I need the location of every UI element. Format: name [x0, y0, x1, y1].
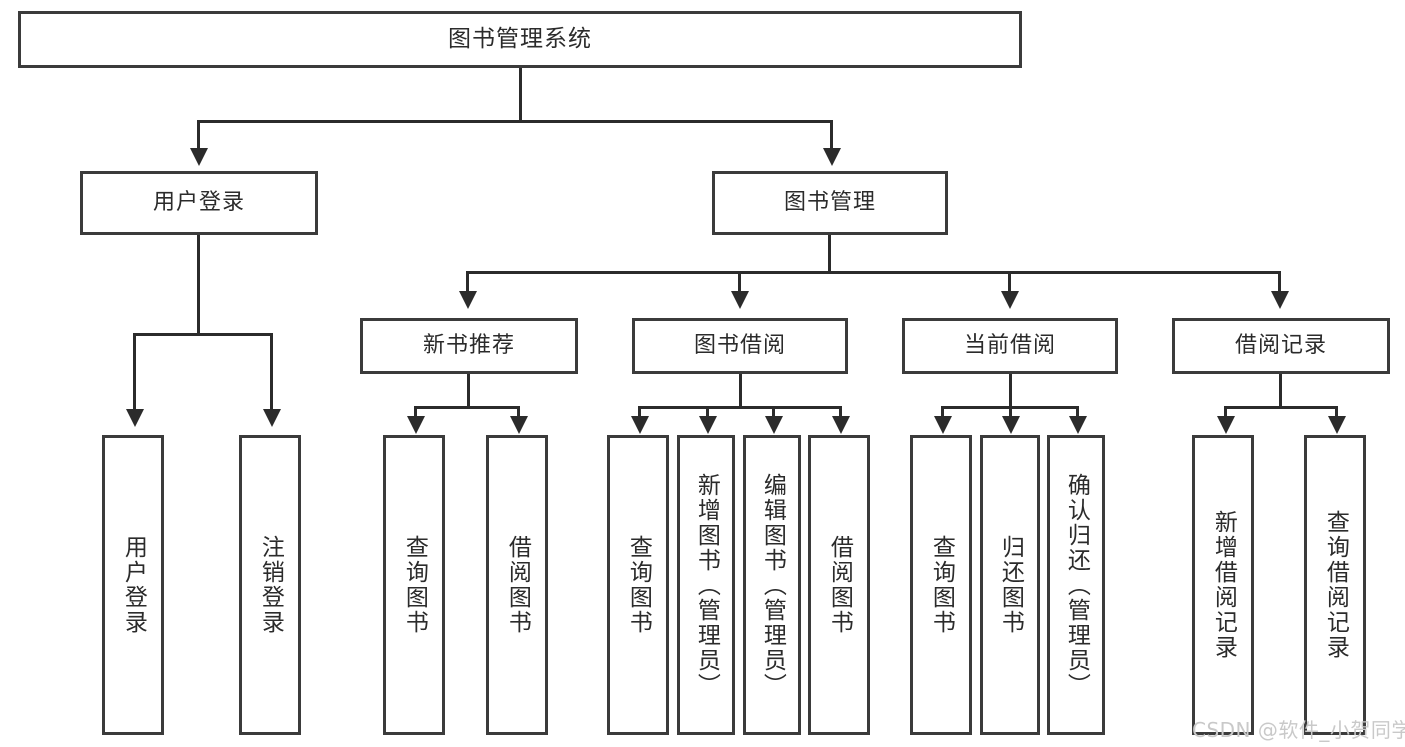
- leaf-label: 查询图书: [625, 535, 652, 635]
- leaf-user-login-login[interactable]: 用户登录: [102, 435, 164, 735]
- leaf-label: 归还图书: [997, 535, 1024, 635]
- leaf-borrow-record-query-record[interactable]: 查询借阅记录: [1304, 435, 1366, 735]
- connector-book-borrow-stem: [739, 374, 742, 408]
- connector-user-login-to-leaf-2: [270, 333, 273, 411]
- connector-user-login-stem: [197, 235, 200, 335]
- leaf-label: 查询图书: [401, 535, 428, 635]
- leaf-user-login-logout[interactable]: 注销登录: [239, 435, 301, 735]
- arrow-nb-to-leaf-1: [407, 416, 425, 434]
- connector-bm-to-current-borrow: [1008, 271, 1011, 293]
- connector-bb-to-leaf-2: [706, 406, 709, 418]
- arrow-bb-to-leaf-4: [832, 416, 850, 434]
- connector-borrow-record-bus: [1224, 406, 1338, 409]
- leaf-book-borrow-edit-book-admin[interactable]: 编辑图书（管理员）: [743, 435, 801, 735]
- arrow-bm-to-book-borrow: [731, 291, 749, 309]
- leaf-book-borrow-add-book-admin[interactable]: 新增图书（管理员）: [677, 435, 735, 735]
- node-label: 当前借阅: [963, 332, 1056, 358]
- arrow-br-to-leaf-2: [1328, 416, 1346, 434]
- connector-book-borrow-bus: [638, 406, 842, 409]
- connector-book-management-stem: [828, 235, 831, 273]
- connector-root-to-book-management: [830, 120, 833, 150]
- leaf-label: 确认归还（管理员）: [1063, 472, 1090, 698]
- connector-root-bus: [197, 120, 833, 123]
- connector-bb-to-leaf-4: [839, 406, 842, 418]
- arrow-cb-to-leaf-3: [1069, 416, 1087, 434]
- connector-user-login-bus: [133, 333, 273, 336]
- leaf-current-borrow-return-book[interactable]: 归还图书: [980, 435, 1040, 735]
- node-book-management[interactable]: 图书管理: [712, 171, 948, 235]
- connector-book-management-bus: [466, 271, 1278, 274]
- arrow-root-to-book-management: [823, 148, 841, 166]
- connector-new-book-bus: [414, 406, 520, 409]
- arrow-br-to-leaf-1: [1217, 416, 1235, 434]
- arrow-bm-to-new-book: [459, 291, 477, 309]
- leaf-label: 新增借阅记录: [1210, 510, 1237, 660]
- node-current-borrow[interactable]: 当前借阅: [902, 318, 1118, 374]
- arrow-bm-to-current-borrow: [1001, 291, 1019, 309]
- connector-borrow-record-stem: [1279, 374, 1282, 408]
- node-user-login[interactable]: 用户登录: [80, 171, 318, 235]
- connector-root-stem: [519, 68, 522, 120]
- node-label: 借阅记录: [1234, 332, 1327, 358]
- arrow-bb-to-leaf-1: [631, 416, 649, 434]
- csdn-watermark: CSDN @软件_小贺同学: [1192, 718, 1405, 742]
- connector-user-login-to-leaf-1: [133, 333, 136, 411]
- leaf-label: 新增图书（管理员）: [693, 472, 720, 698]
- leaf-label: 查询图书: [928, 535, 955, 635]
- leaf-label: 借阅图书: [504, 535, 531, 635]
- arrow-user-login-to-leaf-2: [263, 409, 281, 427]
- node-book-borrow[interactable]: 图书借阅: [632, 318, 848, 374]
- arrow-cb-to-leaf-2: [1002, 416, 1020, 434]
- connector-br-to-leaf-1: [1224, 406, 1227, 418]
- leaf-new-book-query-book[interactable]: 查询图书: [383, 435, 445, 735]
- leaf-label: 编辑图书（管理员）: [759, 472, 786, 698]
- node-label: 图书管理系统: [448, 25, 592, 52]
- leaf-new-book-borrow-book[interactable]: 借阅图书: [486, 435, 548, 735]
- connector-bb-to-leaf-3: [772, 406, 775, 418]
- node-root-book-management-system[interactable]: 图书管理系统: [18, 11, 1022, 68]
- node-borrow-record[interactable]: 借阅记录: [1172, 318, 1390, 374]
- leaf-book-borrow-query-book[interactable]: 查询图书: [607, 435, 669, 735]
- connector-new-book-stem: [467, 374, 470, 408]
- connector-br-to-leaf-2: [1335, 406, 1338, 418]
- node-label: 图书管理: [783, 189, 876, 215]
- connector-cb-to-leaf-1: [941, 406, 944, 418]
- connector-bb-to-leaf-1: [638, 406, 641, 418]
- leaf-current-borrow-query-book[interactable]: 查询图书: [910, 435, 972, 735]
- leaf-label: 注销登录: [257, 535, 284, 635]
- connector-bm-to-borrow-record: [1278, 271, 1281, 293]
- leaf-current-borrow-confirm-return-admin[interactable]: 确认归还（管理员）: [1047, 435, 1105, 735]
- connector-nb-to-leaf-1: [414, 406, 417, 418]
- connector-nb-to-leaf-2: [517, 406, 520, 418]
- leaf-borrow-record-add-record[interactable]: 新增借阅记录: [1192, 435, 1254, 735]
- node-label: 新书推荐: [422, 332, 515, 358]
- connector-root-to-user-login: [197, 120, 200, 150]
- arrow-root-to-user-login: [190, 148, 208, 166]
- leaf-label: 用户登录: [120, 535, 147, 635]
- connector-bm-to-new-book: [466, 271, 469, 293]
- arrow-bm-to-borrow-record: [1271, 291, 1289, 309]
- arrow-cb-to-leaf-1: [934, 416, 952, 434]
- node-label: 用户登录: [152, 189, 245, 215]
- leaf-label: 查询借阅记录: [1322, 510, 1349, 660]
- node-new-book-recommend[interactable]: 新书推荐: [360, 318, 578, 374]
- connector-cb-to-leaf-3: [1076, 406, 1079, 418]
- leaf-book-borrow-borrow-book[interactable]: 借阅图书: [808, 435, 870, 735]
- node-label: 图书借阅: [693, 332, 786, 358]
- arrow-user-login-to-leaf-1: [126, 409, 144, 427]
- arrow-nb-to-leaf-2: [510, 416, 528, 434]
- arrow-bb-to-leaf-3: [765, 416, 783, 434]
- connector-current-borrow-stem: [1009, 374, 1012, 408]
- connector-bm-to-book-borrow: [738, 271, 741, 293]
- arrow-bb-to-leaf-2: [699, 416, 717, 434]
- leaf-label: 借阅图书: [826, 535, 853, 635]
- connector-cb-to-leaf-2: [1009, 406, 1012, 418]
